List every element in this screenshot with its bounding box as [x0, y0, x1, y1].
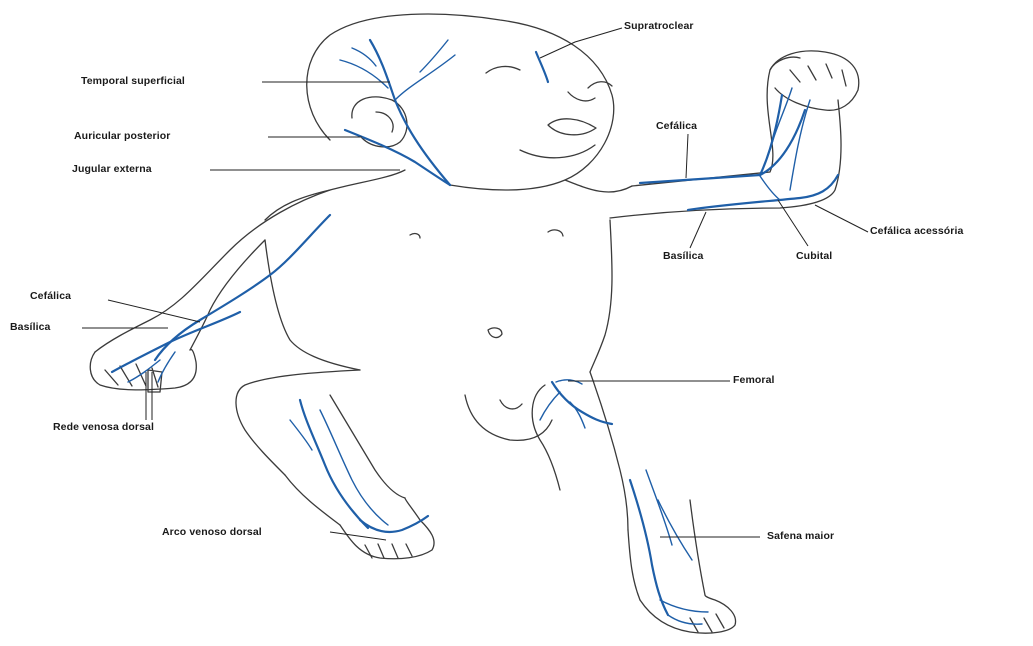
vein-femoral-branch-3: [556, 380, 582, 384]
label-femoral: Femoral: [733, 374, 775, 386]
nipple-right: [548, 230, 563, 236]
leader-cefalica-left-arm: [108, 300, 200, 322]
vein-safena-branch-3: [660, 600, 708, 612]
body-outline: [90, 14, 859, 633]
vein-cefalica-right: [640, 95, 782, 183]
label-cefalica-right-arm: Cefálica: [656, 120, 697, 132]
left-arm-outline-lower: [190, 240, 265, 350]
right-arm-outline-lower: [610, 100, 841, 218]
vein-temporal-branch-3: [420, 40, 448, 72]
vein-arco-venoso-dorsal: [360, 516, 428, 532]
vein-right-forearm-1: [790, 100, 810, 190]
leader-basilica-right-arm: [690, 212, 706, 248]
right-shin-outline: [628, 500, 705, 600]
vein-left-leg-2: [320, 410, 388, 525]
vein-basilica-left: [112, 312, 240, 372]
vein-cubital: [760, 176, 780, 200]
vein-safena-branch-1: [646, 470, 672, 545]
vein-femoral-branch-1: [540, 392, 560, 420]
eye-left: [486, 66, 520, 73]
label-safena-maior: Safena maior: [767, 530, 834, 542]
right-fist-fingers: [790, 64, 846, 86]
label-basilica-right-arm: Basílica: [663, 250, 704, 262]
leader-cefalica-acessoria: [815, 205, 868, 232]
nipple-left: [410, 234, 420, 238]
vein-left-leg-1: [300, 400, 368, 528]
vein-safena-maior: [630, 480, 668, 615]
leader-supratroclear: [540, 28, 622, 58]
vein-safena-branch-4: [668, 615, 702, 624]
label-temporal-superficial: Temporal superficial: [81, 75, 185, 87]
right-thigh-outline: [590, 372, 628, 530]
leader-lines: [82, 28, 868, 540]
vein-left-hand-2: [158, 352, 175, 382]
torso-right: [590, 220, 612, 372]
label-supratroclear: Supratroclear: [624, 20, 694, 32]
leader-rede-venosa-dorsal: [146, 372, 152, 420]
vein-safena-branch-2: [658, 500, 692, 560]
left-shin-outline: [285, 395, 405, 525]
leader-cefalica-right-arm: [686, 134, 688, 178]
shoulder-right: [565, 180, 632, 192]
torso-left: [265, 240, 360, 370]
nose: [568, 92, 595, 101]
chin: [520, 145, 595, 158]
right-fist: [770, 51, 859, 110]
label-arco-venoso-dorsal: Arco venoso dorsal: [162, 526, 262, 538]
head-outline: [307, 14, 614, 190]
neck-shoulder-left: [265, 170, 405, 220]
vein-temporal-branch-4: [352, 48, 376, 66]
vein-auricular-posterior: [345, 130, 450, 185]
leader-arco-venoso-dorsal: [330, 532, 386, 540]
left-foot: [340, 498, 434, 559]
genital: [500, 400, 522, 409]
pelvis-outline: [465, 395, 552, 440]
right-foot: [640, 595, 736, 633]
vein-supratroclear: [536, 52, 548, 82]
label-basilica-left-arm: Basílica: [10, 321, 51, 333]
right-leg-inner: [532, 385, 560, 490]
vein-femoral: [552, 382, 612, 424]
ear: [352, 97, 407, 147]
navel: [488, 328, 502, 338]
label-auricular-posterior: Auricular posterior: [74, 130, 170, 142]
left-thigh-outline: [236, 370, 360, 475]
right-foot-toes: [690, 614, 724, 632]
label-jugular-externa: Jugular externa: [72, 163, 152, 175]
mouth: [548, 119, 596, 135]
label-rede-venosa-dorsal: Rede venosa dorsal: [53, 421, 154, 433]
vein-temporal-branch-2: [395, 55, 455, 100]
ear-inner: [376, 112, 393, 132]
label-cefalica-acessoria: Cefálica acessória: [870, 225, 963, 237]
label-cefalica-left-arm: Cefálica: [30, 290, 71, 302]
label-cubital: Cubital: [796, 250, 832, 262]
vein-cefalica-left: [155, 215, 330, 360]
